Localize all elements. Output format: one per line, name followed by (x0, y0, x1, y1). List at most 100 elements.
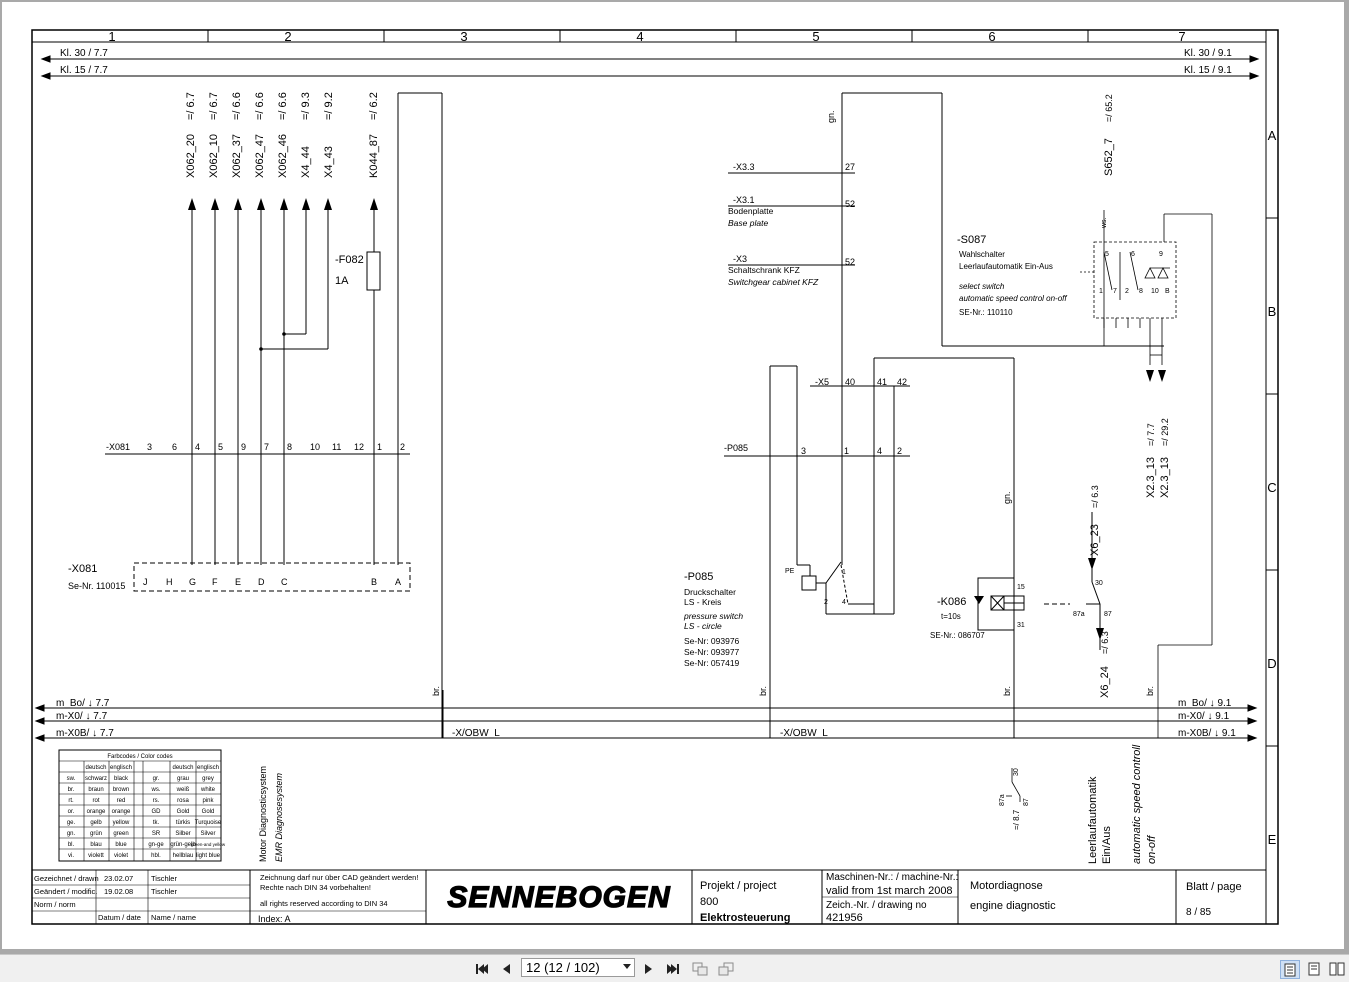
xref-label: X062_47 (254, 134, 266, 178)
col-label: 3 (460, 29, 467, 44)
pin-label: 2 (1125, 288, 1129, 295)
table-cell: br. (68, 787, 75, 793)
table-cell: orange (112, 809, 131, 815)
component-se-nr: SE-Nr.: 086707 (930, 631, 985, 640)
table-cell: rot (92, 798, 99, 804)
table-cell: gn. (67, 831, 76, 837)
rail-label: Kl. 15 / 9.1 (1184, 65, 1232, 76)
connector-tag: -X3 (733, 254, 747, 264)
component-se-nr: SE-Nr.: 110110 (959, 308, 1013, 317)
next-page-icon (645, 963, 652, 974)
xref-label: X2.3_13 (1159, 457, 1171, 498)
component-param: t=10s (941, 612, 961, 621)
xref-label: S652_7 (1103, 138, 1115, 176)
table-cell: or. (68, 809, 75, 815)
table-cell: grau (177, 776, 189, 782)
pin-label: 87 (1104, 611, 1112, 618)
pin-label: 4 (842, 599, 846, 606)
forward-view-button[interactable] (717, 960, 735, 977)
component-tag: -P085 (684, 571, 713, 583)
continuous-view-button[interactable] (1305, 960, 1323, 977)
component-tag: -K086 (937, 596, 966, 608)
pin-letter: G (189, 577, 196, 587)
row-label: C (1267, 480, 1276, 495)
connector-desc: Switchgear cabinet KFZ (728, 277, 819, 287)
table-cell: red (117, 798, 126, 804)
page-select[interactable]: 12 (12 / 102) (521, 958, 635, 977)
xref-ref: =/ 6.3 (1100, 631, 1110, 654)
connector-tag: -X5 (815, 377, 829, 387)
rail-label: m-X0/ ↓ 9.1 (1178, 711, 1230, 722)
xref-label: X062_10 (208, 134, 220, 178)
vertical-title: EMR Diagnosesystem (274, 772, 284, 862)
table-cell: Turquoise (195, 820, 222, 826)
table-cell: SR (152, 831, 161, 837)
component-desc: LS - circle (684, 621, 722, 631)
last-page-button[interactable] (664, 960, 682, 977)
first-page-button[interactable] (473, 960, 491, 977)
tb-note: all rights reserved according to DIN 34 (260, 899, 388, 908)
table-cell: ws. (151, 787, 161, 793)
xref-label: X062_37 (231, 134, 243, 178)
tb-machine-valid: valid from 1st march 2008 (826, 885, 953, 897)
connector-tag: -X081 (106, 442, 130, 452)
tb-title: Motordiagnose (970, 880, 1043, 892)
pin-label: 2 (897, 446, 902, 456)
table-cell: blau (90, 842, 101, 848)
table-cell: braun (88, 787, 103, 793)
previous-page-button[interactable] (497, 960, 515, 977)
rail-label: Kl. 15 / 7.7 (60, 65, 108, 76)
fuse-rating: 1A (335, 275, 349, 287)
chevron-down-icon (623, 964, 631, 969)
table-cell: green-and yellow (191, 842, 226, 847)
col-label: 5 (812, 29, 819, 44)
xref-ref: =/ 6.3 (1090, 485, 1100, 508)
tb-index: Index: A (258, 914, 291, 924)
continuous-page-icon (1308, 962, 1320, 975)
pin-letter: E (235, 577, 241, 587)
xref-ref: =/ 8.7 (1012, 809, 1021, 830)
xref-ref: =/ 9.3 (300, 92, 312, 120)
table-cell: brown (113, 787, 129, 793)
table-cell: schwarz (85, 776, 107, 782)
xref-label: X062_46 (277, 134, 289, 178)
table-cell: Silver (200, 831, 215, 837)
pin-label: 52 (845, 199, 855, 209)
back-view-button[interactable] (691, 960, 709, 977)
tb-note: Rechte nach DIN 34 vorbehalten! (260, 883, 371, 892)
two-page-icon (1329, 962, 1345, 975)
pin-label: 31 (1017, 622, 1025, 629)
table-cell: grün-gelb (170, 842, 196, 848)
col-label: 7 (1178, 29, 1185, 44)
single-page-icon (1284, 963, 1296, 976)
pin-label: 6 (172, 442, 177, 452)
two-page-view-button[interactable] (1328, 960, 1346, 977)
table-cell: rosa (177, 798, 189, 804)
pin-label: 9 (1159, 251, 1163, 258)
pin-letter: D (258, 577, 265, 587)
table-cell: black (114, 776, 129, 782)
tb-label: Gezeichnet / drawn (34, 874, 99, 883)
single-page-view-button[interactable] (1280, 960, 1300, 979)
next-page-button[interactable] (640, 960, 658, 977)
pin-label: 12 (354, 442, 364, 452)
col-label: 2 (284, 29, 291, 44)
row-label: B (1268, 304, 1277, 319)
row-label: E (1268, 832, 1277, 847)
rail-label: -X/OBW_L (780, 728, 828, 739)
table-cell: weiß (176, 787, 190, 793)
connector-desc: Base plate (728, 218, 768, 228)
wire-color: gn. (826, 110, 836, 123)
pin-label: 1 (844, 446, 849, 456)
tb-label: Projekt / project (700, 880, 776, 892)
table-cell: rt. (68, 798, 74, 804)
pin-label: 8 (1139, 288, 1143, 295)
component-desc: select switch (959, 282, 1005, 291)
logo-text: SENNEBOGEN (447, 881, 671, 914)
connector-tag: -X3.1 (733, 195, 755, 205)
pin-label: B (1165, 288, 1170, 295)
pin-label: 87 (1023, 798, 1030, 806)
xref-ref: =/ 6.2 (368, 92, 380, 120)
previous-page-icon (503, 963, 510, 974)
pin-label: 5 (1105, 251, 1109, 258)
